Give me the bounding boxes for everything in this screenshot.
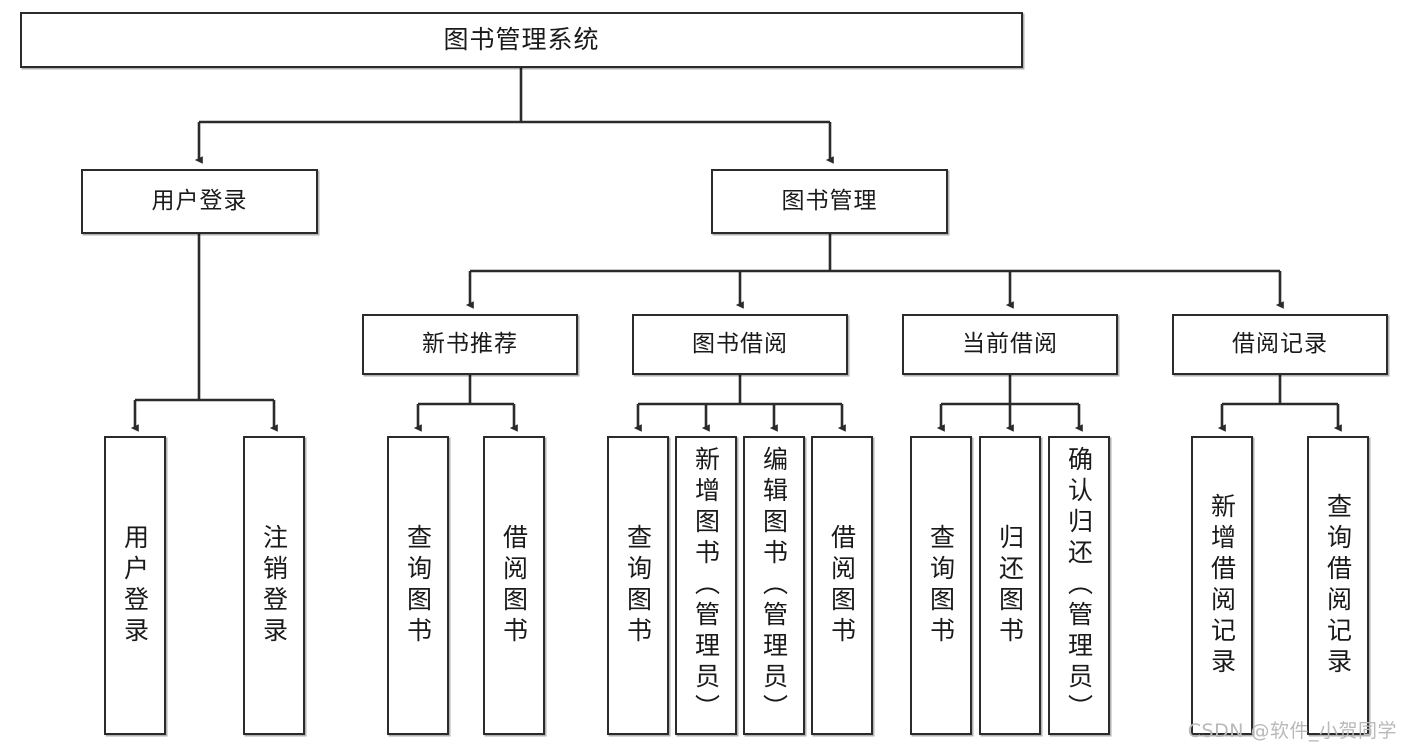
node-leaf-label: 新增图书（管理员） [691,446,721,725]
node-new-book-recommend[interactable]: 新书推荐 [362,314,578,375]
node-leaf-current-borrow-confirm-admin[interactable]: 确认归还（管理员） [1048,436,1110,735]
node-book-borrow-label: 图书借阅 [692,330,788,357]
node-leaf-borrow-records-query[interactable]: 查询借阅记录 [1307,436,1369,735]
node-user-login[interactable]: 用户登录 [81,169,318,234]
node-leaf-label: 用户登录 [120,523,150,648]
node-root-label: 图书管理系统 [443,25,600,54]
node-current-borrow[interactable]: 当前借阅 [902,314,1118,375]
node-root-book-management-system[interactable]: 图书管理系统 [20,12,1023,68]
node-leaf-label: 借阅图书 [827,523,857,648]
node-current-borrow-label: 当前借阅 [962,330,1058,357]
node-leaf-new-book-borrow[interactable]: 借阅图书 [483,436,545,735]
node-leaf-user-login-signout[interactable]: 注销登录 [243,436,305,735]
node-leaf-label: 借阅图书 [499,523,529,648]
node-leaf-book-borrow-add-admin[interactable]: 新增图书（管理员） [675,436,737,735]
node-leaf-label: 查询图书 [403,523,433,648]
node-leaf-label: 新增借阅记录 [1207,492,1237,679]
node-book-management-label: 图书管理 [781,187,878,214]
node-user-login-label: 用户登录 [151,187,248,214]
node-leaf-label: 查询借阅记录 [1323,492,1353,679]
node-leaf-label: 查询图书 [926,523,956,648]
node-leaf-new-book-query[interactable]: 查询图书 [387,436,449,735]
node-leaf-label: 编辑图书（管理员） [759,446,789,725]
node-leaf-label: 查询图书 [623,523,653,648]
node-new-book-recommend-label: 新书推荐 [422,330,518,357]
node-leaf-current-borrow-query[interactable]: 查询图书 [910,436,972,735]
node-leaf-book-borrow-query[interactable]: 查询图书 [607,436,669,735]
node-leaf-current-borrow-return[interactable]: 归还图书 [979,436,1041,735]
node-leaf-label: 归还图书 [995,523,1025,648]
node-borrow-records-label: 借阅记录 [1232,330,1328,357]
node-leaf-book-borrow-edit-admin[interactable]: 编辑图书（管理员） [743,436,805,735]
node-book-management[interactable]: 图书管理 [711,169,948,234]
node-leaf-user-login-signin[interactable]: 用户登录 [104,436,166,735]
node-borrow-records[interactable]: 借阅记录 [1172,314,1388,375]
node-leaf-label: 确认归还（管理员） [1064,446,1094,725]
node-book-borrow[interactable]: 图书借阅 [632,314,848,375]
node-leaf-borrow-records-add[interactable]: 新增借阅记录 [1191,436,1253,735]
node-leaf-book-borrow-borrow[interactable]: 借阅图书 [811,436,873,735]
node-leaf-label: 注销登录 [259,523,289,648]
